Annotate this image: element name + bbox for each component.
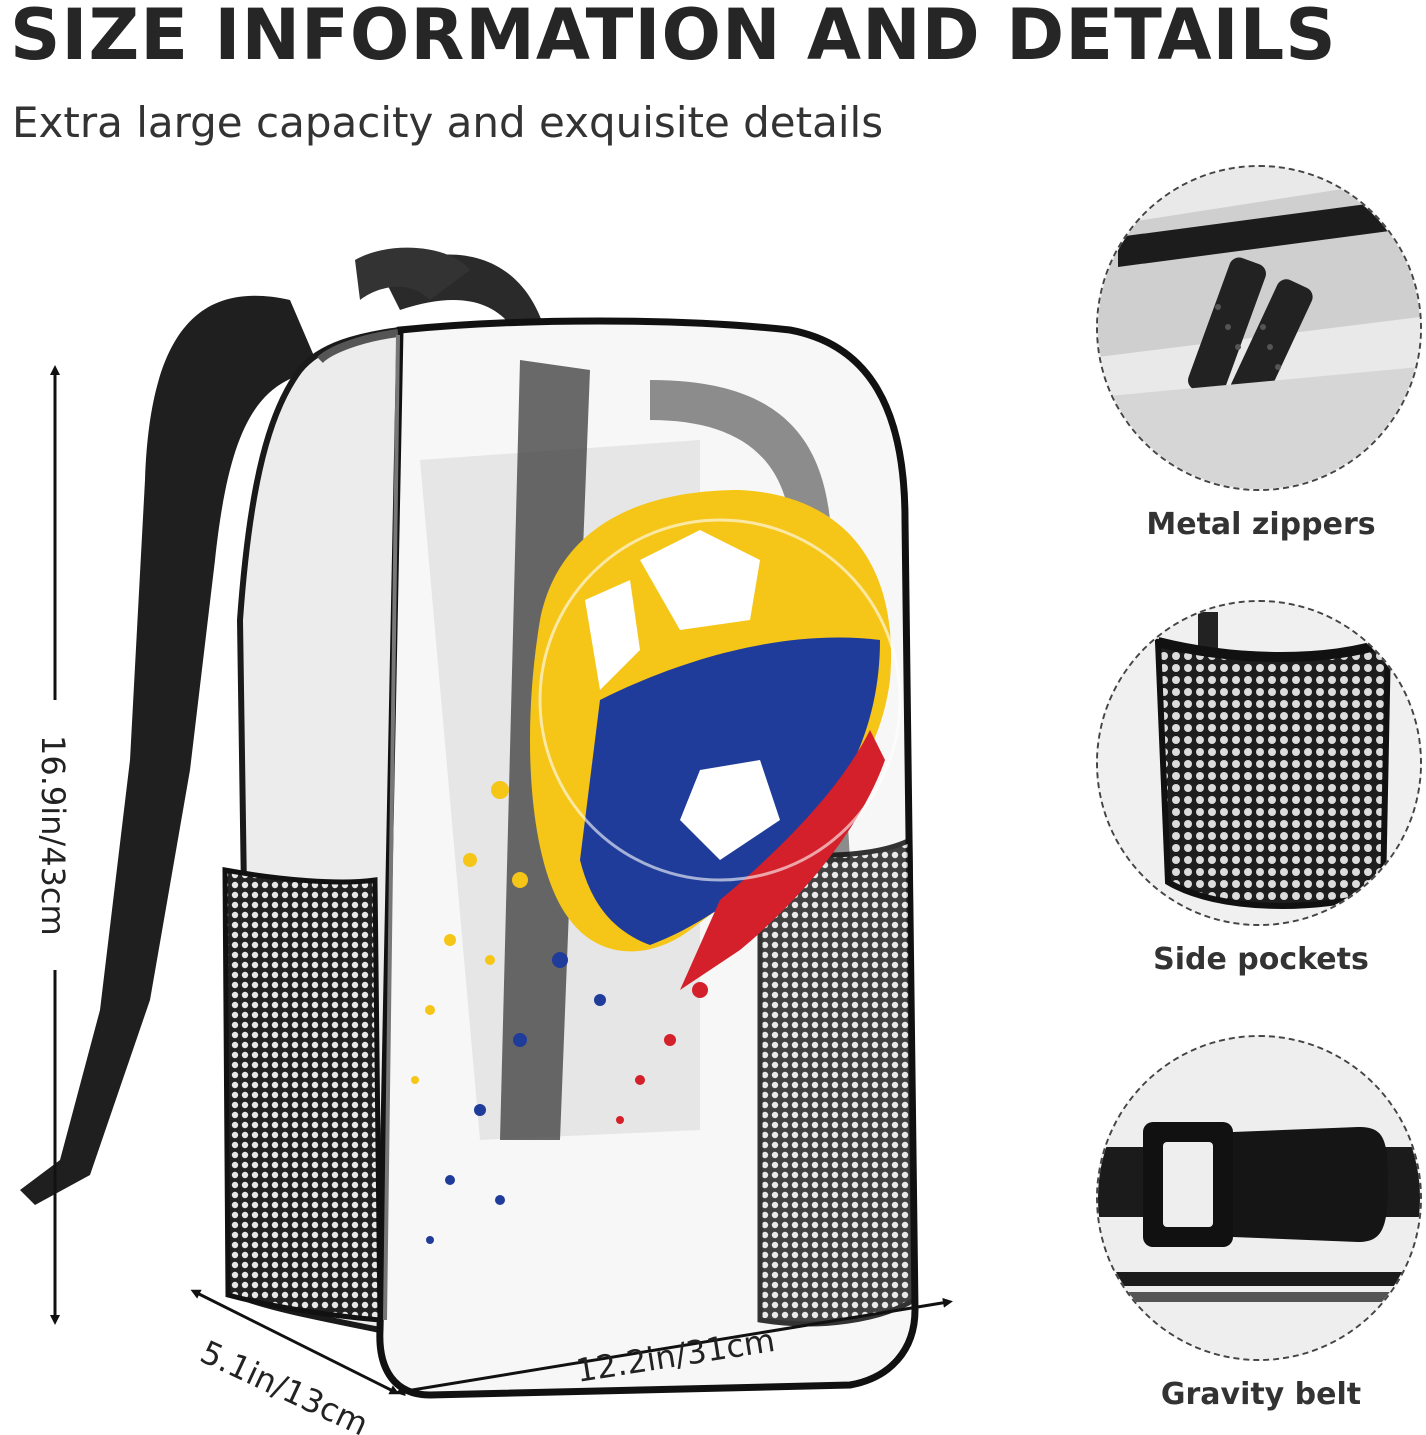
- detail-label-gravity-belt: Gravity belt: [1160, 1377, 1362, 1412]
- soccer-ball-flag-graphic: [411, 490, 902, 1244]
- backpack-illustration: 16.9in/43cm 12.2in/31cm 5.1in/13cm: [20, 247, 953, 1435]
- mesh-pocket-closeup-icon: [1096, 600, 1422, 926]
- detail-side-pockets: Side pockets: [1096, 600, 1426, 985]
- side-pocket-left: [222, 867, 383, 1323]
- page-title: SIZE INFORMATION AND DETAILS: [10, 0, 1337, 76]
- detail-gravity-belt: Gravity belt: [1096, 1035, 1426, 1420]
- detail-label-zippers: Metal zippers: [1146, 507, 1376, 542]
- side-pocket-right: [757, 835, 917, 1327]
- height-label: 16.9in/43cm: [34, 735, 72, 936]
- depth-arrow: [190, 1289, 400, 1395]
- zipper-line: [317, 329, 399, 364]
- depth-label: 5.1in/13cm: [195, 1333, 374, 1435]
- buckle-closeup-icon: [1096, 1035, 1422, 1361]
- detail-label-side-pockets: Side pockets: [1153, 942, 1369, 977]
- width-arrow: [395, 1297, 953, 1397]
- shoulder-straps: [20, 247, 545, 1205]
- zipper-closeup-icon: [1096, 165, 1422, 491]
- page-subtitle: Extra large capacity and exquisite detai…: [12, 98, 884, 147]
- detail-zippers: Metal zippers: [1096, 165, 1426, 550]
